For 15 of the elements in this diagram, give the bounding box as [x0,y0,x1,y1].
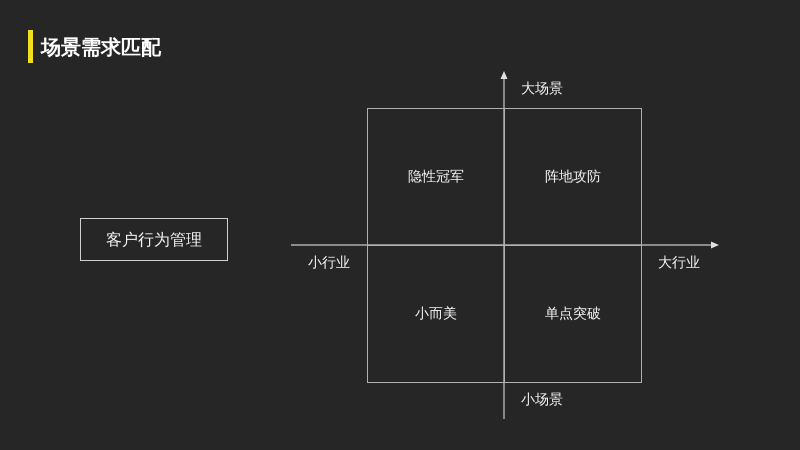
node-label: 客户行为管理 [106,230,202,250]
node-label: 阵地攻防 [545,168,601,186]
axis-label: 大场景 [521,81,563,98]
slide-title: 场景需求匹配 [41,35,161,59]
axis-label: 大行业 [658,255,700,272]
node-label: 小而美 [415,306,457,322]
node-label: 隐性冠军 [408,168,464,186]
axis-label: 小行业 [308,255,350,272]
node-label: 单点突破 [545,306,601,322]
category-box [80,218,228,261]
quadrant [367,245,505,383]
quadrant [367,108,505,246]
quadrant [504,245,642,383]
axis-label: 小场景 [521,392,563,409]
quadrant [504,108,642,246]
